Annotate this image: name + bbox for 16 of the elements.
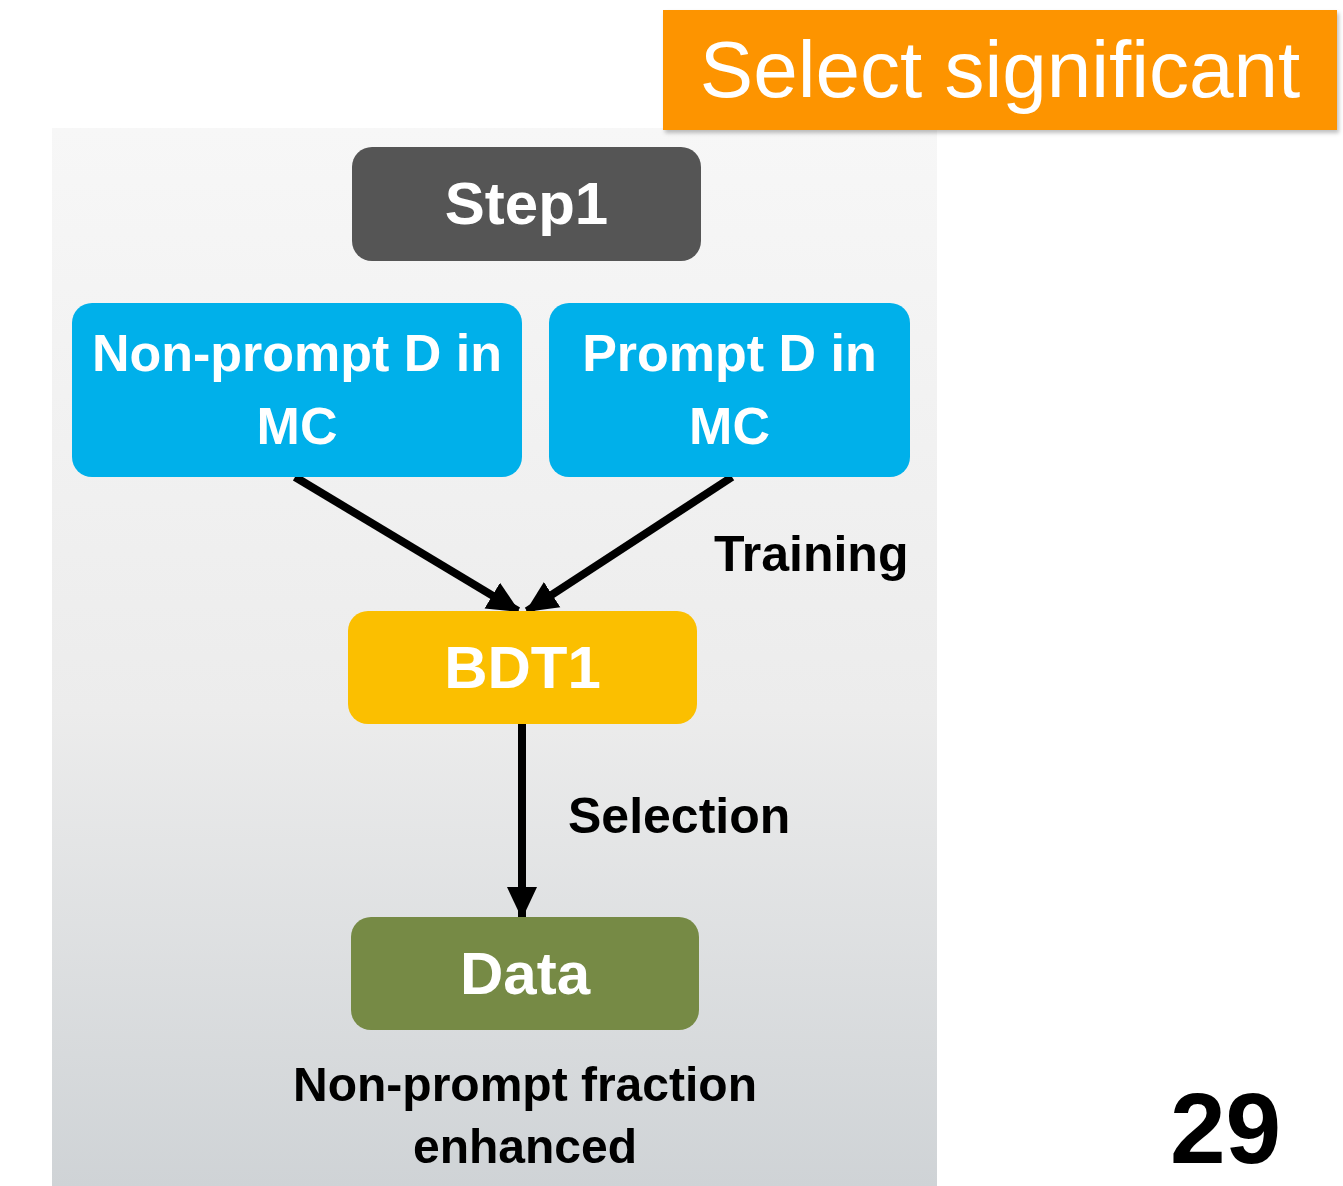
arrow <box>507 724 537 919</box>
process-box <box>351 917 699 1030</box>
title-banner: Select significant <box>663 10 1337 130</box>
box-label: Step1 <box>444 169 609 239</box>
box-label: Non-prompt D in MC <box>90 323 504 457</box>
process-box <box>348 611 697 724</box>
process-box <box>352 147 701 261</box>
page-number: 29 <box>1170 1078 1282 1178</box>
box-label: Prompt D in MC <box>581 323 878 457</box>
edge-label: Selection <box>568 787 791 846</box>
process-box <box>72 303 522 477</box>
box-label: Data <box>459 938 591 1009</box>
box-label: BDT1 <box>444 632 601 703</box>
process-box <box>549 303 910 477</box>
edge-label: Training <box>714 525 909 584</box>
node-caption: Non-prompt fraction enhanced <box>292 1057 758 1175</box>
